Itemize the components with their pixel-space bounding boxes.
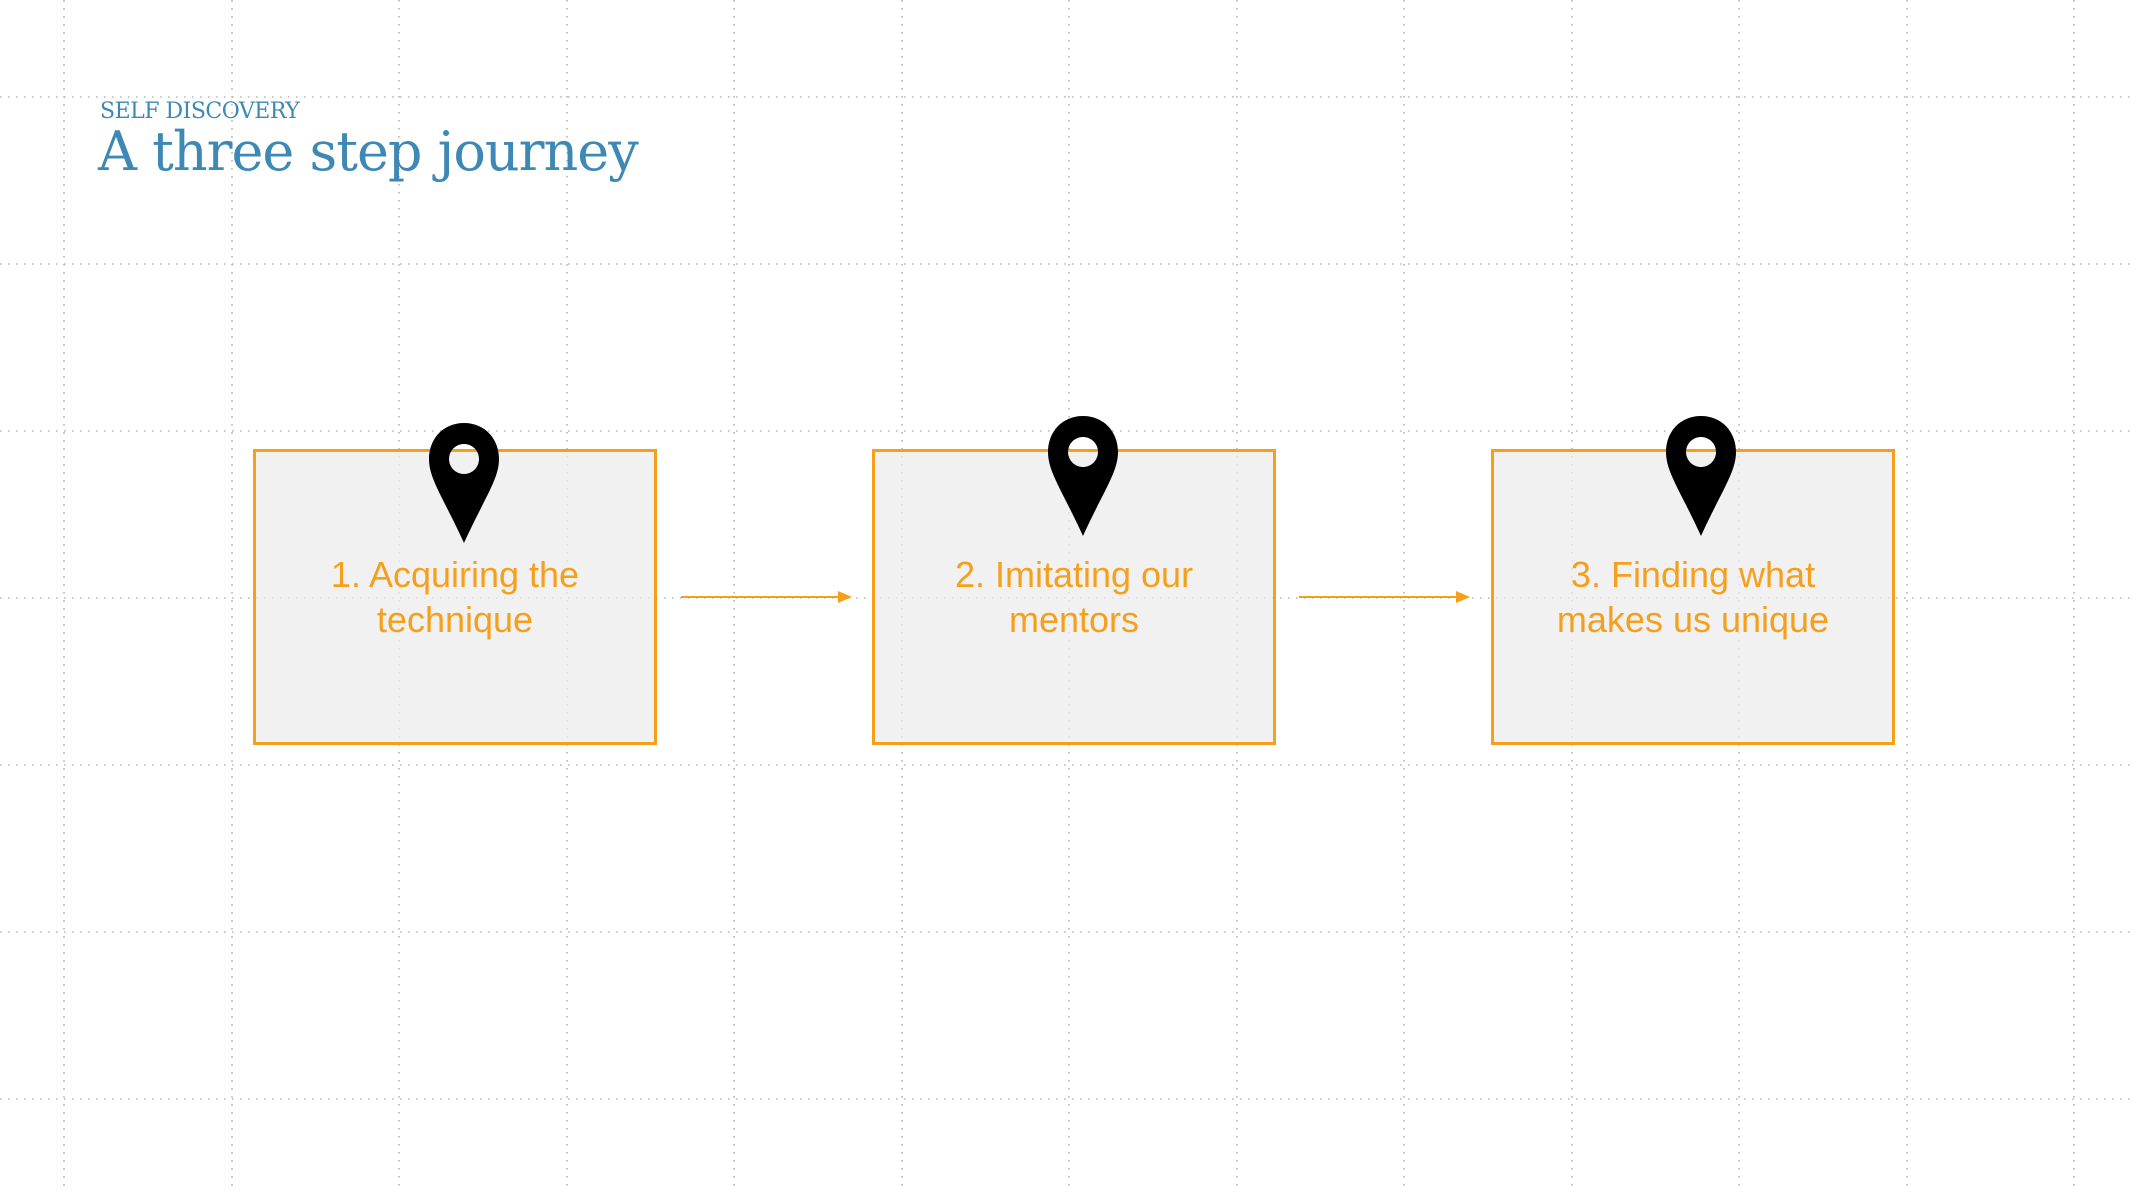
connector-arrow-1 <box>681 591 852 603</box>
map-pin-icon <box>429 423 499 543</box>
map-pin-icon <box>1666 416 1736 536</box>
map-pin-icon <box>1048 416 1118 536</box>
section-eyebrow: SELF DISCOVERY <box>100 99 300 124</box>
connector-arrow-2 <box>1299 591 1470 603</box>
step-label-3: 3. Finding what makes us unique <box>1556 554 1830 640</box>
step-label-1: 1. Acquiring the technique <box>330 554 580 640</box>
step-label-2: 2. Imitating our mentors <box>954 554 1194 640</box>
page-title: A three step journey <box>98 120 639 183</box>
